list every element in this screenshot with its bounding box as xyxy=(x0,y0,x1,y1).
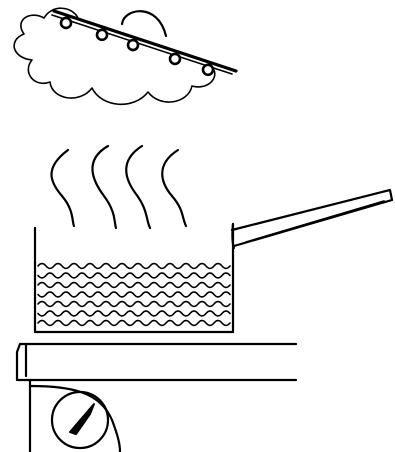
saucepan-handle xyxy=(232,190,392,246)
droplet xyxy=(97,30,107,40)
droplet xyxy=(203,65,213,75)
water-wave-line xyxy=(38,311,230,316)
steam-wisp xyxy=(162,150,186,226)
droplet xyxy=(170,54,180,64)
saucepan-icon xyxy=(35,190,392,332)
water-wave-line xyxy=(38,283,230,288)
water-waves-icon xyxy=(38,264,230,326)
steam-icon xyxy=(52,146,187,228)
water-wave-line xyxy=(38,321,230,326)
water-wave-line xyxy=(38,264,230,269)
droplet xyxy=(128,40,138,50)
water-wave-line xyxy=(38,292,230,297)
dome-icon xyxy=(122,11,166,36)
water-wave-line xyxy=(38,302,230,307)
steam-wisp xyxy=(126,146,150,228)
dial-needle xyxy=(70,404,94,434)
stove-icon xyxy=(17,344,296,452)
water-wave-line xyxy=(38,273,230,278)
cloud-icon xyxy=(14,8,215,104)
steam-wisp xyxy=(92,146,116,228)
steam-wisp xyxy=(52,150,75,226)
temperature-dial-icon xyxy=(52,392,108,448)
droplet-group xyxy=(61,18,213,75)
droplet xyxy=(61,18,71,28)
